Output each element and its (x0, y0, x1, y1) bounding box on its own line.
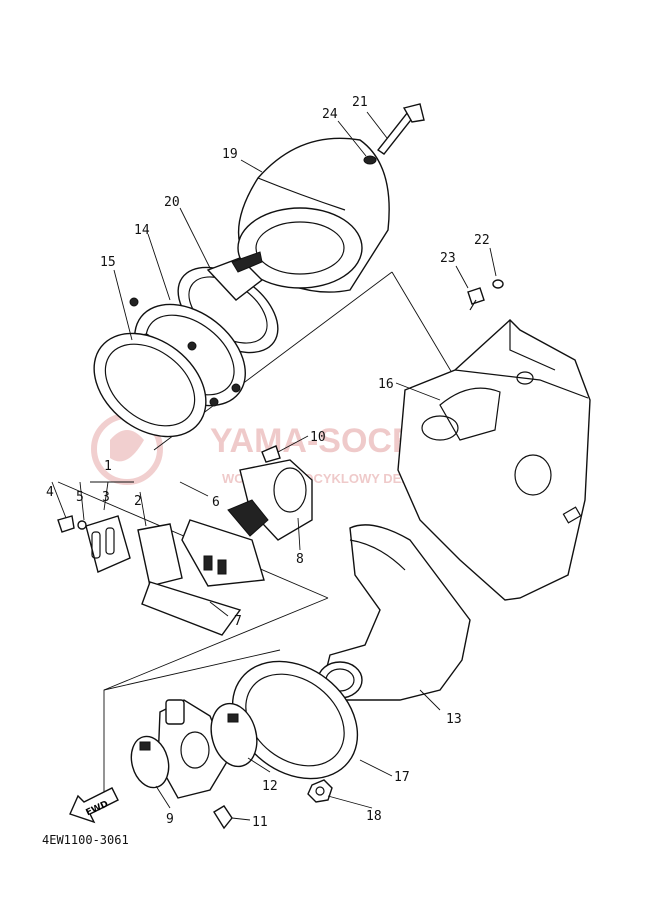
callout-21: 21 (352, 95, 368, 110)
callout-24: 24 (322, 107, 338, 122)
carburetor-joint-8 (227, 459, 313, 541)
callout-8: 8 (296, 552, 304, 567)
callout-6: 6 (212, 495, 220, 510)
nut (307, 779, 333, 803)
callout-19: 19 (222, 147, 238, 162)
callout-17: 17 (394, 770, 410, 785)
callout-4: 4 (46, 485, 54, 500)
callout-1: 1 (104, 459, 112, 474)
case-washer (492, 279, 504, 289)
callout-labels: 1 2 3 4 5 6 7 8 9 10 11 12 13 14 15 16 1… (46, 95, 490, 830)
diagram-code: 4EW1100-3061 (42, 833, 129, 847)
carburetor-clamp-12 (210, 702, 258, 768)
callout-5: 5 (76, 490, 84, 505)
callout-leaders (51, 111, 497, 821)
air-box-case (397, 319, 591, 601)
callout-18: 18 (366, 809, 382, 824)
callout-9: 9 (166, 812, 174, 827)
callout-20: 20 (164, 195, 180, 210)
callout-13: 13 (446, 712, 462, 727)
callout-16: 16 (378, 377, 394, 392)
callout-2: 2 (134, 494, 142, 509)
callout-15: 15 (100, 255, 116, 270)
reed-valve-assembly (57, 515, 265, 636)
callout-22: 22 (474, 233, 490, 248)
screw-10 (261, 445, 281, 463)
air-intake-duct (317, 524, 471, 701)
callout-3: 3 (102, 490, 110, 505)
fwd-arrow: FWD (69, 787, 119, 824)
duct-joint-gasket (231, 660, 359, 780)
callout-23: 23 (440, 251, 456, 266)
callout-7: 7 (234, 614, 242, 629)
callout-10: 10 (310, 430, 326, 445)
callout-11: 11 (252, 815, 268, 830)
callout-12: 12 (262, 779, 278, 794)
callout-14: 14 (134, 223, 150, 238)
filter-gasket (93, 332, 207, 438)
clip-11 (213, 805, 233, 830)
filter-bolt (363, 103, 425, 165)
case-bolt (467, 287, 485, 311)
air-filter-element (237, 137, 390, 293)
